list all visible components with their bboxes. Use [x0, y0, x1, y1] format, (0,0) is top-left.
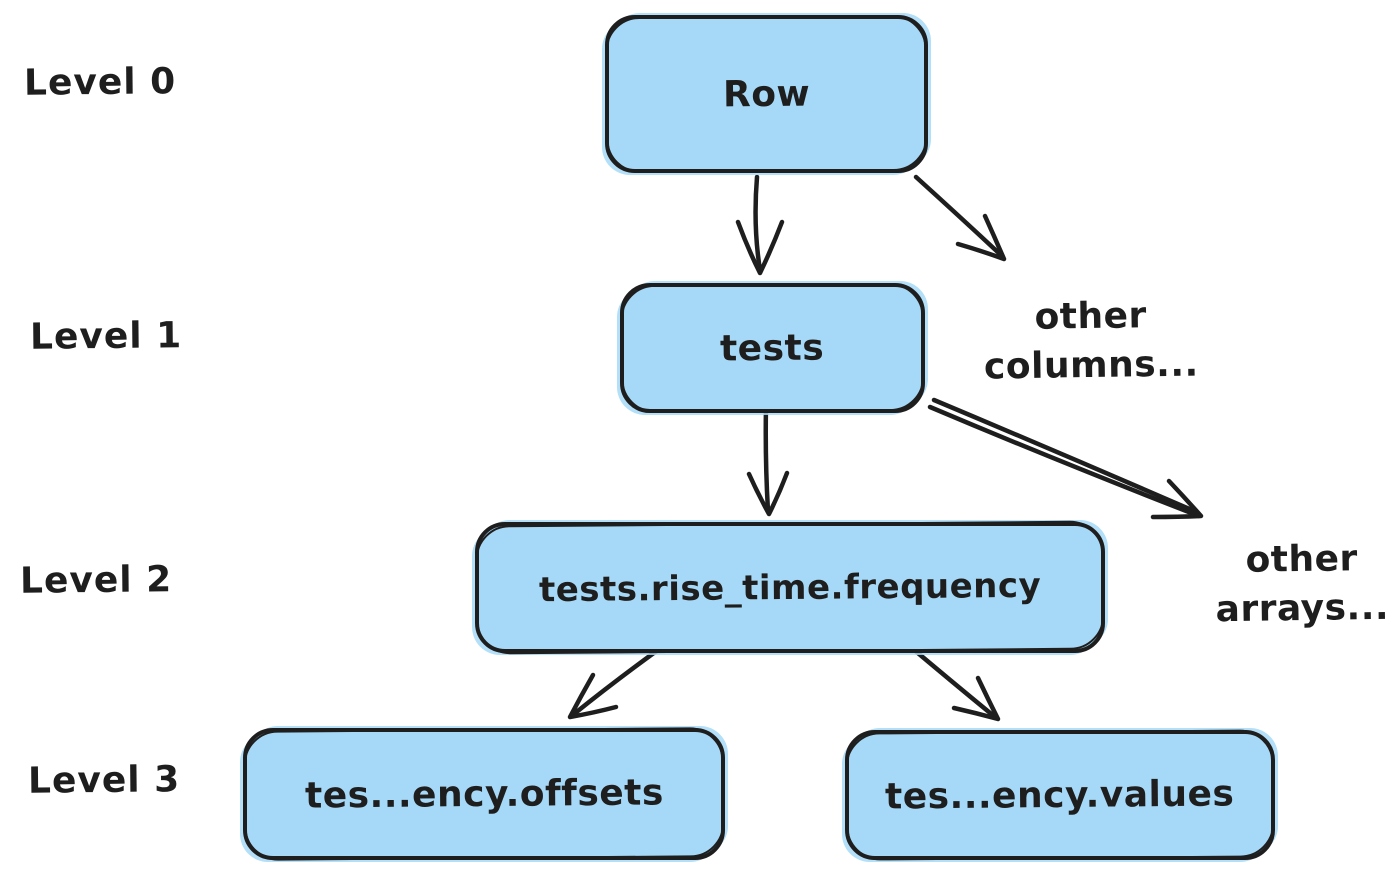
- node-offsets: tes...ency.offsets: [243, 728, 725, 860]
- arrow-shaft: [913, 174, 1005, 259]
- arrow-head: [746, 470, 790, 517]
- arrow-head: [951, 675, 1001, 722]
- annotation-other-columns: other columns...: [975, 291, 1206, 391]
- annotation-other-arrays-line2: arrays...: [1215, 586, 1390, 630]
- arrow-head: [1150, 478, 1204, 520]
- level-label-2: Level 2: [19, 559, 173, 602]
- arrow-row-to-other-columns: [913, 174, 1007, 262]
- node-row: Row: [605, 15, 928, 173]
- node-values-label: tes...ency.values: [885, 772, 1235, 818]
- arrow-head: [567, 672, 619, 720]
- arrow-shaft: [571, 644, 665, 717]
- arrow-head: [955, 213, 1007, 262]
- arrow-shaft: [753, 174, 763, 273]
- arrow-tests-to-other-arrays: [927, 397, 1204, 520]
- node-values: tes...ency.values: [845, 730, 1275, 860]
- arrow-frequency-to-values: [903, 640, 1001, 722]
- arrow-tests-to-frequency: [746, 403, 790, 517]
- arrow-shaft: [903, 640, 998, 720]
- annotation-other-columns-line2: columns...: [983, 343, 1199, 388]
- node-offsets-label: tes...ency.offsets: [304, 771, 664, 817]
- node-tests: tests: [620, 283, 925, 413]
- node-frequency: tests.rise_time.frequency: [475, 522, 1105, 653]
- level-label-0: Level 0: [23, 61, 177, 104]
- arrow-shaft: [927, 404, 1202, 519]
- node-row-label: Row: [722, 73, 811, 115]
- arrow-row-to-tests: [735, 174, 785, 276]
- node-tests-label: tests: [720, 327, 825, 369]
- level-label-1: Level 1: [29, 315, 183, 358]
- arrow-shaft: [931, 397, 1197, 514]
- annotation-other-arrays: other arrays...: [1186, 534, 1397, 634]
- annotation-other-columns-line1: other: [1034, 295, 1148, 338]
- node-frequency-label: tests.rise_time.frequency: [538, 565, 1042, 610]
- arrow-shaft: [763, 403, 771, 514]
- arrow-frequency-to-offsets: [567, 644, 665, 720]
- arrow-head: [735, 219, 785, 276]
- level-label-3: Level 3: [27, 759, 181, 802]
- annotation-other-arrays-line1: other: [1245, 538, 1359, 581]
